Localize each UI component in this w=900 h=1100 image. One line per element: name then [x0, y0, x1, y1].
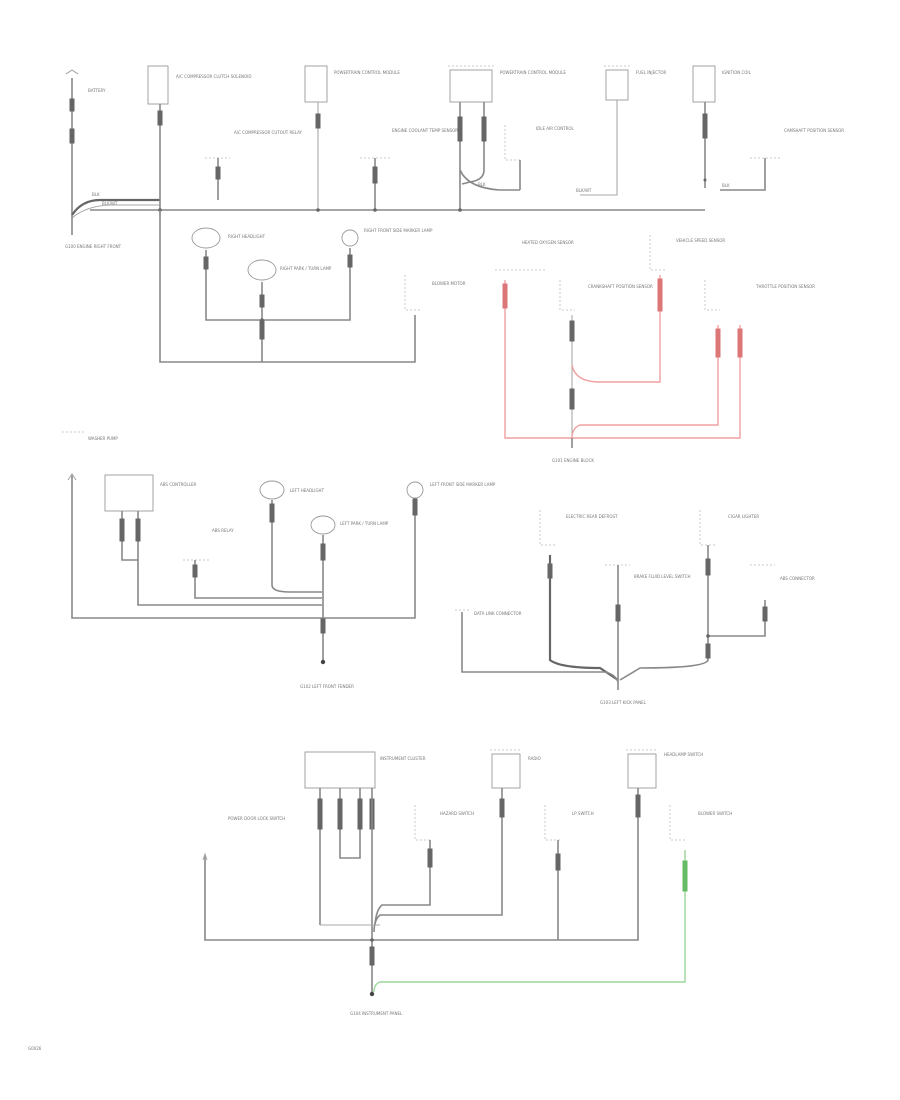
pcm-label-2: POWERTRAIN CONTROL MODULE	[500, 70, 566, 75]
washer-pump-label: WASHER PUMP	[88, 436, 118, 441]
right-park-lamp-label: RIGHT PARK / TURN LAMP	[280, 266, 332, 271]
section-g100: BATTERY BLK BLK/WT A/C COMPRESSOR CLUTCH…	[65, 65, 844, 249]
blk-label-1: BLK	[92, 192, 100, 197]
g102-label: G102 LEFT FRONT FENDER	[300, 684, 354, 689]
defrost-label: ELECTRIC REAR DEFROST	[566, 514, 618, 519]
radio-box	[491, 753, 521, 789]
blkwt-label-2: BLK/WT	[576, 188, 592, 193]
abs-relay-label: ABS RELAY	[212, 528, 234, 533]
section-g101: HEATED OXYGEN SENSOR CRANKSHAFT POSITION…	[495, 235, 815, 463]
g101-label: G101 ENGINE BLOCK	[552, 458, 594, 463]
brake-switch-label: BRAKE FLUID LEVEL SWITCH	[634, 574, 691, 579]
iac-label: IDLE AIR CONTROL	[536, 126, 575, 131]
ign-coil-box	[692, 65, 716, 103]
g100-label: G100 ENGINE RIGHT FRONT	[65, 244, 122, 249]
left-headlight-icon	[259, 480, 285, 500]
right-headlight-icon	[191, 227, 221, 249]
battery-label: BATTERY	[88, 88, 106, 93]
right-marker-icon	[341, 229, 359, 247]
section-g103: ELECTRIC REAR DEFROST CIGAR LIGHTER BRAK…	[455, 510, 815, 705]
cluster-label: INSTRUMENT CLUSTER	[380, 756, 426, 761]
cmp-label: CAMSHAFT POSITION SENSOR	[784, 128, 844, 133]
radio-label: RADIO	[528, 756, 541, 761]
blower-switch-label: BLOWER SWITCH	[698, 811, 732, 816]
right-park-lamp-icon	[247, 259, 277, 281]
blower-label: BLOWER MOTOR	[432, 281, 466, 286]
headlamp-switch-label: HEADLAMP SWITCH	[664, 752, 703, 757]
section-right-lights: RIGHT HEADLIGHT RIGHT PARK / TURN LAMP R…	[159, 210, 466, 363]
pcm-label-1: POWERTRAIN CONTROL MODULE	[334, 70, 400, 75]
tps-label: THROTTLE POSITION SENSOR	[755, 284, 815, 289]
left-marker-label: LEFT FRONT SIDE MARKER LAMP	[430, 482, 496, 487]
ac-compressor-box	[147, 65, 169, 105]
left-headlight-label: LEFT HEADLIGHT	[290, 488, 325, 493]
abs-controller-box	[104, 474, 154, 512]
lighter-label: CIGAR LIGHTER	[728, 514, 759, 519]
ac-compressor-label: A/C COMPRESSOR CLUTCH SOLENOID	[176, 74, 251, 79]
pcm-box-1	[304, 65, 328, 103]
left-park-lamp-icon	[310, 515, 336, 535]
ect-label: ENGINE COOLANT TEMP SENSOR	[392, 128, 458, 133]
ac-relay-label: A/C COMPRESSOR CUTOUT RELAY	[234, 130, 303, 135]
hazard-label: HAZARD SWITCH	[440, 811, 474, 816]
injector-box	[605, 69, 629, 101]
abs-conn-label: ABS CONNECTOR	[780, 576, 815, 581]
section-g102: WASHER PUMP ABS CONTROLLER LEFT HEADLIGH…	[62, 431, 496, 689]
dlc-label: DATA LINK CONNECTOR	[474, 611, 522, 616]
blk-label-3: BLK	[722, 183, 730, 188]
ign-coil-label: IGNITION COIL	[722, 70, 752, 75]
section-g104: INSTRUMENT CLUSTER RADIO HEADLAMP SWITCH…	[202, 749, 732, 1016]
injector-label: FUEL INJECTOR	[636, 70, 667, 75]
instrument-cluster-box	[304, 751, 376, 789]
right-headlight-label: RIGHT HEADLIGHT	[228, 234, 266, 239]
g104-label: G104 INSTRUMENT PANEL	[350, 1011, 403, 1016]
abs-controller-label: ABS CONTROLLER	[160, 482, 197, 487]
page-code: G0026	[28, 1046, 42, 1051]
lp-switch-label: LP SWITCH	[572, 811, 594, 816]
left-park-lamp-label: LEFT PARK / TURN LAMP	[340, 521, 389, 526]
blkwt-label-1: BLK/WT	[102, 201, 118, 206]
blk-label-2: BLK	[478, 182, 486, 187]
left-marker-icon	[406, 481, 424, 499]
right-marker-label: RIGHT FRONT SIDE MARKER LAMP	[364, 228, 433, 233]
ckp-label: CRANKSHAFT POSITION SENSOR	[588, 284, 653, 289]
pcm-box-2	[449, 69, 493, 103]
vss-label: VEHICLE SPEED SENSOR	[676, 238, 725, 243]
ho2s-label: HEATED OXYGEN SENSOR	[522, 240, 574, 245]
defrost-label-2: POWER DOOR LOCK SWITCH	[228, 816, 285, 821]
headlamp-switch-box	[627, 753, 657, 789]
g103-label: G103 LEFT KICK PANEL	[600, 700, 647, 705]
